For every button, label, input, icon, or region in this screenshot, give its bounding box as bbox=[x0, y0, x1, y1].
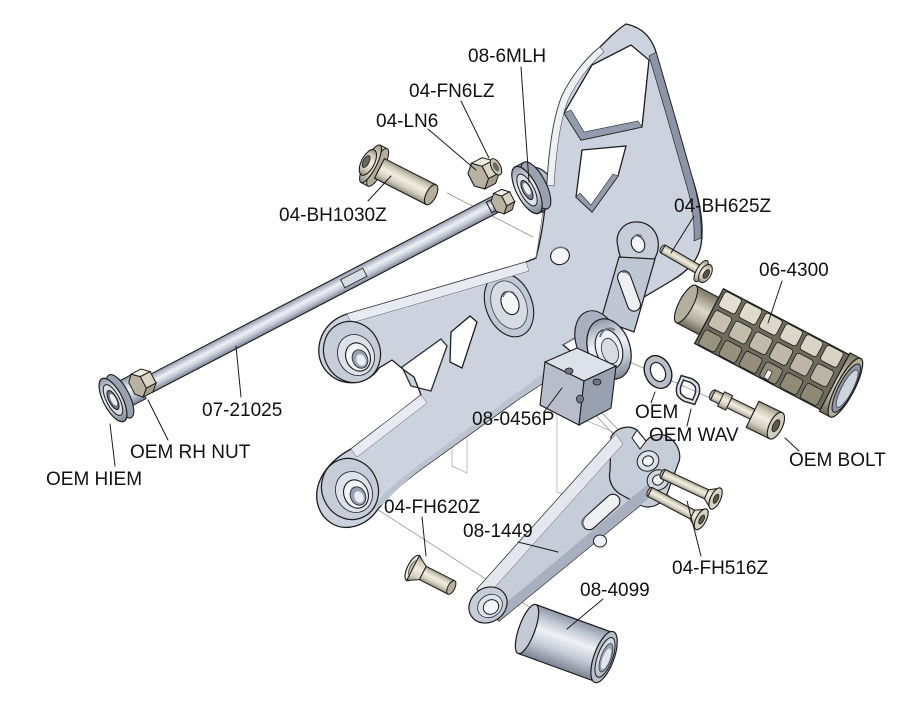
part-lever-block bbox=[539, 221, 659, 426]
label-text-flat-bolt-620: 04-FH620Z bbox=[384, 497, 480, 518]
part-flat-bolt-516 bbox=[646, 468, 723, 531]
part-jam-nut bbox=[490, 188, 516, 215]
label-flat-bolt-516: 04-FH516Z bbox=[672, 500, 768, 579]
label-text-brake-lever: 08-1449 bbox=[463, 521, 533, 542]
label-text-footpeg: 06-4300 bbox=[759, 260, 829, 281]
label-lever-block: 08-0456P bbox=[472, 387, 563, 430]
label-text-lever-block: 08-0456P bbox=[472, 409, 554, 430]
label-oem-hiem: OEM HIEM bbox=[46, 423, 142, 490]
part-flat-bolt-620 bbox=[404, 554, 457, 595]
label-text-oem-bolt: OEM BOLT bbox=[789, 450, 886, 471]
part-oem-bolt bbox=[708, 389, 786, 440]
label-text-button-bolt-large: 04-BH1030Z bbox=[279, 205, 387, 226]
part-oem-washer bbox=[643, 354, 673, 390]
label-button-bolt-large: 04-BH1030Z bbox=[279, 175, 392, 226]
part-brake-lever bbox=[468, 426, 681, 624]
label-text-button-bolt-small: 04-BH625Z bbox=[674, 196, 772, 217]
part-heim-joint bbox=[98, 373, 147, 423]
label-spacer-tube: 08-4099 bbox=[566, 580, 650, 630]
label-oem-rh-nut: OEM RH NUT bbox=[130, 399, 251, 463]
labels-layer: 08-6MLH 04-FN6LZ 04-LN6 04-BH1030Z 04-BH… bbox=[46, 46, 886, 630]
part-rod-end bbox=[511, 161, 552, 215]
label-button-bolt-small: 04-BH625Z bbox=[670, 196, 772, 254]
label-text-oem-wave-washer: OEM WAV bbox=[649, 425, 739, 446]
part-footpeg bbox=[673, 284, 864, 418]
label-text-tie-rod: 07-21025 bbox=[202, 400, 282, 421]
part-button-bolt-large bbox=[358, 144, 439, 206]
label-oem-wave-washer: OEM WAV bbox=[649, 408, 739, 446]
label-flat-bolt-620: 04-FH620Z bbox=[384, 497, 480, 557]
label-text-oem-washer: OEM bbox=[635, 402, 678, 423]
label-rod-end: 08-6MLH bbox=[468, 46, 546, 183]
label-text-flat-bolt-516: 04-FH516Z bbox=[672, 558, 768, 579]
label-text-rod-end: 08-6MLH bbox=[468, 46, 546, 67]
part-oem-wave-washer bbox=[675, 374, 701, 406]
label-footpeg: 06-4300 bbox=[759, 260, 829, 324]
label-tie-rod: 07-21025 bbox=[202, 345, 282, 421]
label-text-oem-rh-nut: OEM RH NUT bbox=[130, 442, 251, 463]
label-text-oem-hiem: OEM HIEM bbox=[46, 469, 142, 490]
label-text-flange-nut: 04-FN6LZ bbox=[409, 81, 495, 102]
part-oem-rh-nut bbox=[128, 368, 157, 399]
label-oem-bolt: OEM BOLT bbox=[784, 437, 886, 471]
label-lock-nut: 04-LN6 bbox=[376, 111, 477, 171]
label-text-lock-nut: 04-LN6 bbox=[376, 111, 438, 132]
label-flange-nut: 04-FN6LZ bbox=[409, 81, 495, 159]
part-flange-nut bbox=[467, 157, 503, 190]
part-spacer-tube bbox=[514, 603, 618, 684]
label-brake-lever: 08-1449 bbox=[463, 521, 559, 553]
label-oem-washer: OEM bbox=[635, 391, 678, 423]
label-text-spacer-tube: 08-4099 bbox=[580, 580, 650, 601]
